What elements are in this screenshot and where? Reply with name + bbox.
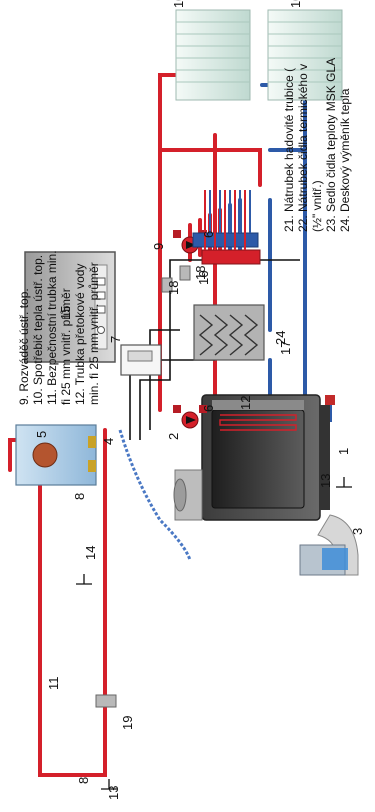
label-8b: 8 bbox=[76, 777, 91, 784]
legend-left-line-2: 10. Spotřebič tepla ústř. top. bbox=[31, 255, 45, 405]
legend-left-line-3: 11. Bezpečnostní trubka min. bbox=[45, 250, 59, 405]
label-8a: 8 bbox=[72, 493, 87, 500]
label-19: 19 bbox=[120, 716, 135, 730]
label-6b: 6 bbox=[201, 405, 216, 412]
label-7: 7 bbox=[108, 336, 123, 343]
radiator-10a bbox=[175, 9, 251, 101]
ground-symbol-14 bbox=[76, 574, 92, 585]
heating-coil bbox=[219, 414, 297, 431]
label-18a: 18 bbox=[166, 281, 181, 295]
label-16: 16 bbox=[196, 271, 211, 285]
spiral-hose bbox=[118, 429, 192, 561]
label-17: 17 bbox=[278, 341, 293, 355]
label-18b: 18 bbox=[193, 266, 208, 280]
cold-return-line-2 bbox=[268, 198, 292, 422]
label-10a: 10 bbox=[171, 0, 186, 8]
label-13b: 13 bbox=[106, 786, 121, 800]
label-6a: 6 bbox=[201, 231, 216, 238]
label-9: 9 bbox=[151, 243, 166, 250]
number-labels: 1 2 3 4 5 6 6 7 8 8 9 10 10 11 12 13 13 … bbox=[34, 0, 365, 800]
legend-right-line-5: 24. Deskový výměník tepla bbox=[338, 88, 352, 232]
label-24: 24 bbox=[273, 331, 288, 345]
boiler-unit bbox=[24, 251, 116, 363]
label-3: 3 bbox=[350, 528, 365, 535]
legend-right-line-1: 21. Nátrubek hadovité trubice ( bbox=[282, 68, 296, 232]
legend-left-line-6: min. fi 25 mm vnitř. průměr bbox=[87, 262, 101, 405]
label-5: 5 bbox=[34, 431, 49, 438]
safety-pipe bbox=[8, 428, 107, 777]
label-14: 14 bbox=[83, 546, 98, 560]
ground-symbol-13a bbox=[336, 477, 352, 488]
legend-left-line-4: fi 25 mm vnitř. průměr bbox=[59, 288, 73, 405]
legend-right-line-2: 22. Nátrubek čidla termického v bbox=[296, 64, 310, 232]
valve-19 bbox=[95, 694, 117, 708]
radiator-10b bbox=[267, 9, 343, 101]
label-10b: 10 bbox=[288, 0, 303, 8]
controller-unit bbox=[120, 344, 162, 376]
ground-symbols bbox=[76, 477, 352, 790]
fireplace-insert bbox=[173, 394, 330, 521]
label-12: 12 bbox=[238, 396, 253, 410]
valve-18a bbox=[161, 277, 173, 293]
label-2: 2 bbox=[166, 433, 181, 440]
ground-symbol-13b bbox=[101, 779, 117, 790]
legend-right-line-3: (½" vnitř.) bbox=[310, 180, 324, 232]
legend-right-line-4: 23. Sedlo čidla teploty MSK GLA bbox=[324, 58, 338, 232]
legend-left-line-5: 12. Trubka přetokové vody bbox=[73, 264, 87, 405]
valve-18b bbox=[179, 265, 191, 281]
valve-13 bbox=[325, 395, 335, 405]
label-1: 1 bbox=[336, 448, 351, 455]
label-11: 11 bbox=[46, 677, 61, 691]
legend-left: 9. Rozváděč ústř. top. 10. Spotřebič tep… bbox=[17, 250, 101, 405]
label-4: 4 bbox=[101, 438, 116, 445]
expansion-tank bbox=[15, 424, 97, 486]
pump-6b bbox=[173, 405, 207, 429]
legend-right: 21. Nátrubek hadovité trubice ( 22. Nátr… bbox=[282, 58, 352, 232]
label-15: 15 bbox=[58, 306, 73, 320]
air-intake-elbow bbox=[299, 514, 359, 576]
label-13a: 13 bbox=[318, 474, 333, 488]
plate-heat-exchanger bbox=[193, 304, 265, 361]
legend-left-line-1: 9. Rozváděč ústř. top. bbox=[17, 288, 31, 405]
manifold-distributor bbox=[192, 190, 261, 265]
